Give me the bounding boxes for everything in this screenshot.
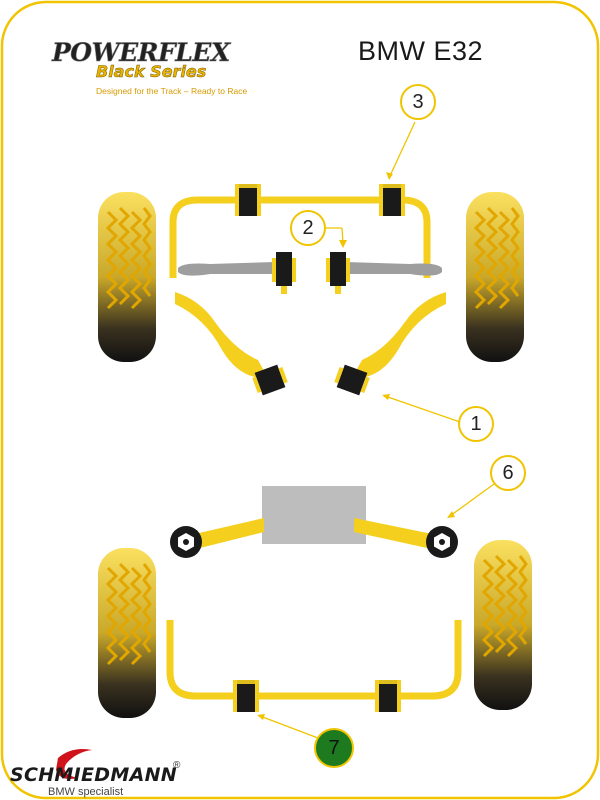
leader-line-6 (449, 483, 495, 517)
front-right-lower-arm (352, 292, 446, 379)
brand-name: SCHMIEDMANN (10, 764, 177, 786)
front-lower-arm-bush-right (334, 364, 370, 396)
rear-left-arm (186, 518, 264, 550)
front-anti-roll-bar (169, 196, 431, 278)
rear-arb-bush-left (233, 680, 259, 712)
leader-line-3 (388, 121, 416, 179)
front-left-tyre (96, 190, 158, 364)
rear-right-arm-bush (426, 526, 458, 558)
front-radius-arm-bush-right (326, 252, 350, 294)
brand-registered-mark: ® (173, 760, 181, 771)
front-arb-bush-left (235, 184, 261, 216)
front-radius-arm-bush-left (272, 252, 296, 294)
callout-3: 3 (400, 84, 436, 120)
logo-sub-text: Black Series (96, 62, 207, 82)
front-right-radius-arm (345, 262, 442, 276)
callout-1: 1 (458, 406, 494, 442)
brand-subtitle: BMW specialist (48, 786, 124, 798)
front-left-lower-arm (175, 292, 268, 379)
rear-anti-roll-bar (166, 620, 462, 700)
front-arb-bush-right (379, 184, 405, 216)
rear-arb-bush-right (375, 680, 401, 712)
rear-right-arm (354, 518, 442, 550)
front-lower-arm-bush-left (252, 364, 288, 396)
callout-7: 7 (314, 728, 354, 768)
rear-left-tyre (96, 546, 158, 720)
powerflex-logo: POWERFLEX Black Series Designed for the … (52, 38, 248, 98)
brand-swoosh-graphic (56, 749, 92, 779)
logo-tagline: Designed for the Track – Ready to Race (96, 86, 248, 96)
callout-2: 2 (290, 210, 326, 246)
callout-6: 6 (490, 455, 526, 491)
page-title: BMW E32 (358, 36, 484, 66)
front-right-tyre (464, 190, 526, 364)
logo-main-text: POWERFLEX (52, 38, 231, 68)
leader-line-7 (259, 715, 319, 739)
front-left-radius-arm (178, 262, 275, 276)
leader-line-1 (384, 395, 461, 423)
rear-right-tyre (472, 538, 534, 712)
rear-subframe (262, 486, 366, 544)
rear-left-arm-bush (170, 526, 202, 558)
schmiedmann-brand: SCHMIEDMANN ® BMW specialist (10, 742, 210, 798)
